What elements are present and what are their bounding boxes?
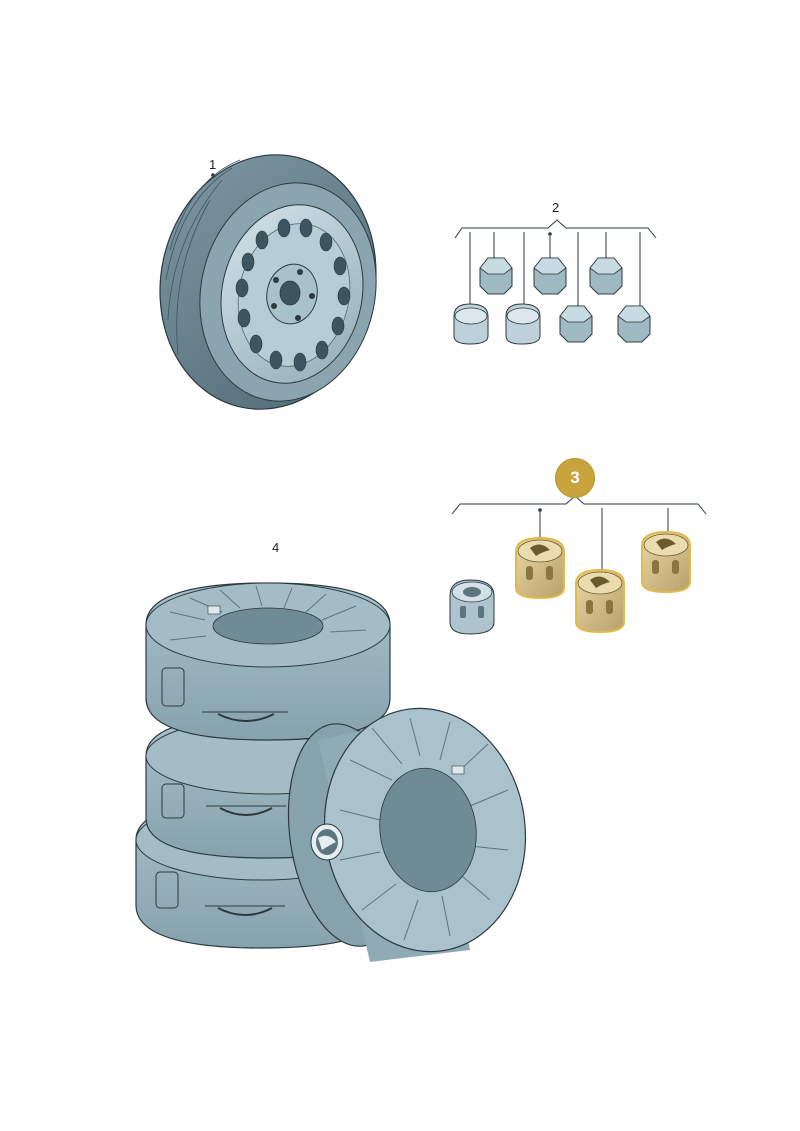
- bag-pleats: [339, 717, 509, 941]
- tire-tread: [165, 159, 241, 356]
- anti-theft-bolt-illustration: [575, 568, 625, 634]
- wheel-bolt-cap-illustration: [453, 303, 489, 345]
- callout-3: 3: [570, 468, 580, 487]
- anti-theft-bolt-illustration: [641, 530, 691, 594]
- bag-pleats: [169, 585, 367, 641]
- tire-bag-set: [135, 582, 527, 962]
- wheel-bolt-cap-illustration: [617, 305, 651, 343]
- bolt-holes: [271, 269, 315, 321]
- bag-handle: [217, 907, 273, 916]
- callout-4: 4: [272, 540, 280, 555]
- bag-handle: [219, 807, 273, 816]
- wheel-bolt-cap-set: [453, 219, 657, 345]
- wheel-bolt-cap-illustration: [589, 257, 623, 295]
- bracket-2: [454, 219, 657, 239]
- center-bore: [279, 280, 301, 306]
- wheel-bolt-cap-illustration: [533, 257, 567, 295]
- brand-logo: [310, 823, 344, 861]
- anti-theft-bolt-set: [449, 495, 707, 635]
- callout-3-highlighted: 3: [555, 458, 595, 498]
- bag-center-panel: [379, 767, 477, 893]
- bag-center-panel: [212, 607, 324, 645]
- wheel-bolt-cap-illustration: [505, 303, 541, 345]
- tire-bag-illustration: [145, 582, 391, 741]
- tire-bag-illustration: [287, 707, 527, 962]
- bag-pocket: [155, 871, 179, 909]
- wheel-bolt-cap-illustration: [559, 305, 593, 343]
- bag-tag: [207, 605, 221, 615]
- callout-2: 2: [552, 200, 560, 215]
- bag-pocket: [161, 667, 185, 707]
- bag-tag: [451, 765, 465, 775]
- rim-vent-holes: [235, 218, 351, 372]
- anti-theft-bolt-illustration: [515, 536, 565, 600]
- bag-pocket: [161, 783, 185, 819]
- leader-dot-2: [548, 232, 552, 236]
- callout-1: 1: [209, 157, 217, 172]
- leader-lines-3: [539, 508, 669, 570]
- wheel-bolt-cap-illustration: [479, 257, 513, 295]
- bag-handle: [217, 713, 275, 722]
- anti-theft-adapter-illustration: [449, 579, 495, 635]
- leader-dot-3: [538, 508, 542, 512]
- wheel-illustration: [159, 154, 377, 410]
